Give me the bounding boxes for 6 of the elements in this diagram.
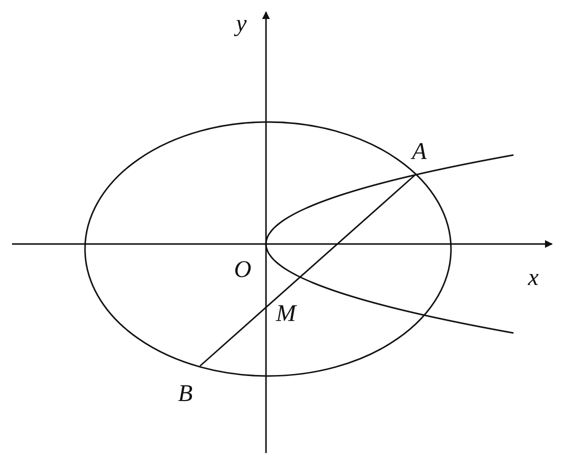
point-label: A [412, 140, 427, 164]
point-label: B [178, 382, 193, 406]
axis-label: y [236, 12, 247, 36]
axis-label: x [528, 266, 539, 290]
point-label: M [276, 302, 296, 326]
point-label: O [234, 258, 252, 282]
